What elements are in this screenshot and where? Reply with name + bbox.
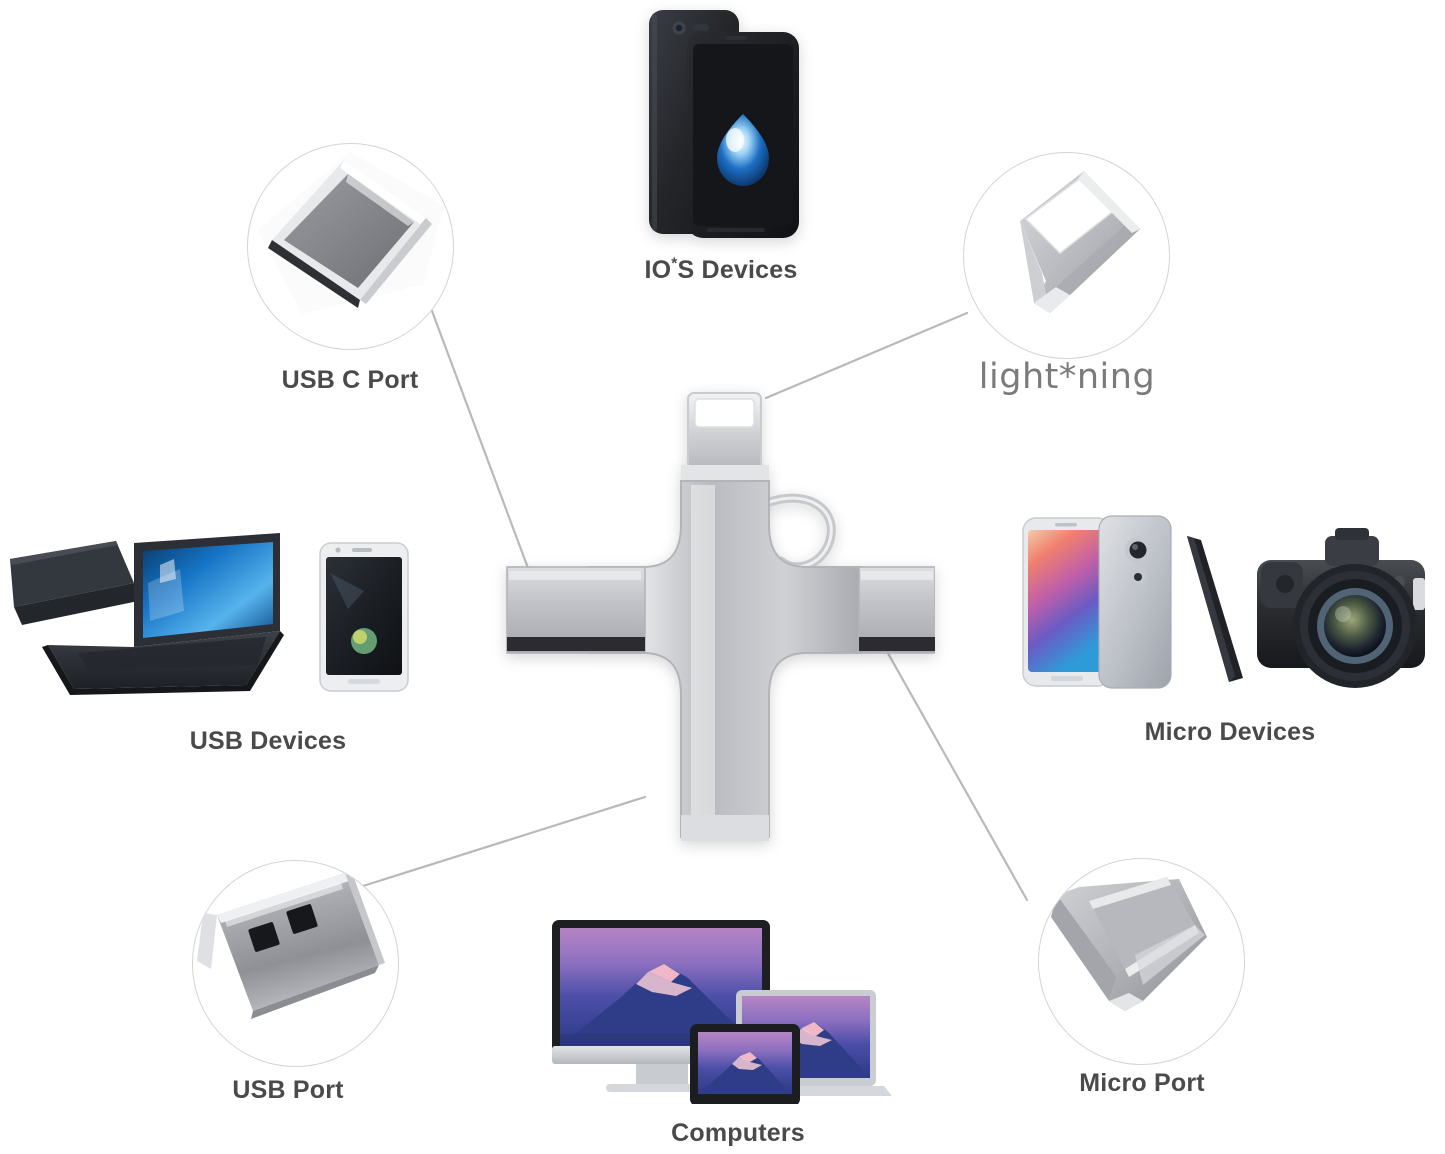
usb-devices-label: USB Devices: [189, 727, 347, 755]
usb-devices-image: [10, 533, 409, 695]
micro-port-callout[interactable]: [1038, 858, 1245, 1065]
computers-label: Computers: [671, 1119, 805, 1147]
micro-usb-connector-port[interactable]: [681, 815, 769, 841]
ios-devices-image: [649, 10, 799, 238]
laptop-closed-dark: [10, 541, 148, 625]
usb-contact-slot: [286, 904, 318, 934]
computers-image: [552, 920, 892, 1104]
usb-c-port-callout[interactable]: [247, 143, 454, 350]
dslr-camera: [1257, 528, 1425, 688]
usb-c-connector-port[interactable]: [858, 566, 935, 654]
camera-lens-icon: [1293, 564, 1417, 688]
four-in-one-flash-drive[interactable]: [505, 385, 935, 855]
lightning-port-label: light*ning: [978, 357, 1156, 397]
usb-port-callout[interactable]: [192, 860, 399, 1067]
micro-devices-label: Micro Devices: [1144, 718, 1316, 746]
usb-port-label: USB Port: [232, 1076, 344, 1104]
usb-contact-slot: [248, 922, 280, 952]
stylus-pen: [1187, 536, 1243, 682]
ios-devices-label: IO*S Devices: [644, 255, 798, 284]
laptop-open-windows: [42, 533, 284, 695]
micro-devices-image: [1022, 515, 1425, 689]
usb-c-port-label: USB C Port: [281, 366, 419, 394]
usb-c-connector-icon: [258, 152, 444, 314]
lightning-port-callout[interactable]: [963, 152, 1170, 359]
micro-usb-connector-icon: [1051, 877, 1207, 1011]
flash-drive-body: [588, 480, 862, 838]
ipad-tablet: [690, 1024, 800, 1104]
micro-port-label: Micro Port: [1079, 1069, 1205, 1097]
smartphone-front-gradient: [1022, 517, 1112, 687]
smartphone-back-silver: [1098, 515, 1172, 689]
iphone-front-black: [687, 32, 799, 238]
smartphone-white: [319, 542, 409, 692]
lightning-connector-port[interactable]: [681, 392, 769, 491]
lightning-connector-icon: [1020, 171, 1140, 313]
usb-a-connector-icon: [197, 873, 385, 1019]
usb-a-connector-port[interactable]: [506, 566, 646, 654]
